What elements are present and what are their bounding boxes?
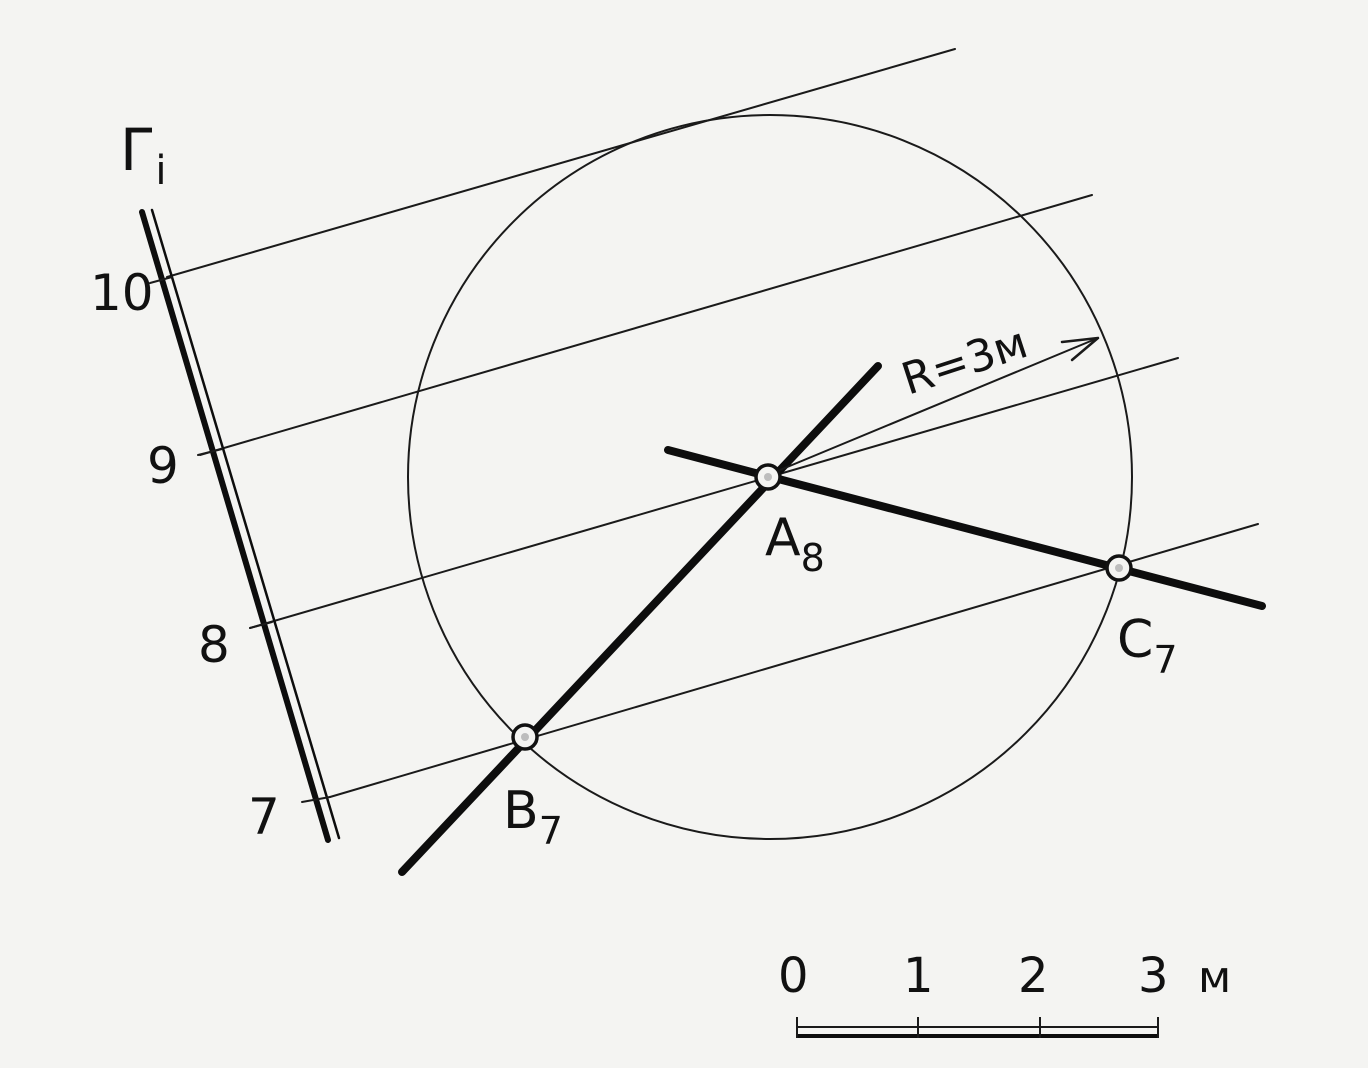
gradient-tick-10	[149, 276, 173, 284]
point-a	[754, 463, 782, 491]
line-a-b	[398, 362, 882, 876]
radius-arrow	[779, 336, 1100, 471]
point-label-b: B7	[503, 781, 563, 853]
radius-circle	[407, 114, 1133, 840]
point-b	[511, 723, 539, 751]
contour-line-8	[249, 357, 1179, 629]
scale-label-3: 3	[1138, 948, 1169, 1004]
scale-unit: м	[1198, 952, 1231, 1003]
point-label-c: C7	[1117, 610, 1178, 682]
scale-label-2: 2	[1018, 948, 1049, 1004]
level-label-8: 8	[198, 616, 230, 674]
point-label-a: A8	[765, 508, 825, 580]
gradient-scale	[139, 208, 341, 843]
point-c	[1105, 554, 1133, 582]
gradient-tick-8	[249, 621, 273, 629]
level-label-7: 7	[248, 788, 280, 846]
level-label-9: 9	[147, 437, 179, 495]
radius-label: R=3м	[896, 317, 1034, 405]
contour-line-9	[199, 194, 1093, 456]
contour-line-10	[166, 48, 956, 278]
gradient-tick-9	[197, 448, 223, 456]
level-label-10: 10	[90, 264, 154, 322]
contour-line-7	[329, 523, 1259, 798]
gradient-label: Гi	[120, 116, 167, 194]
linear-scale	[796, 1017, 1159, 1038]
scale-label-1: 1	[903, 948, 934, 1004]
scale-label-0: 0	[778, 948, 809, 1004]
gradient-tick-7	[301, 796, 331, 803]
